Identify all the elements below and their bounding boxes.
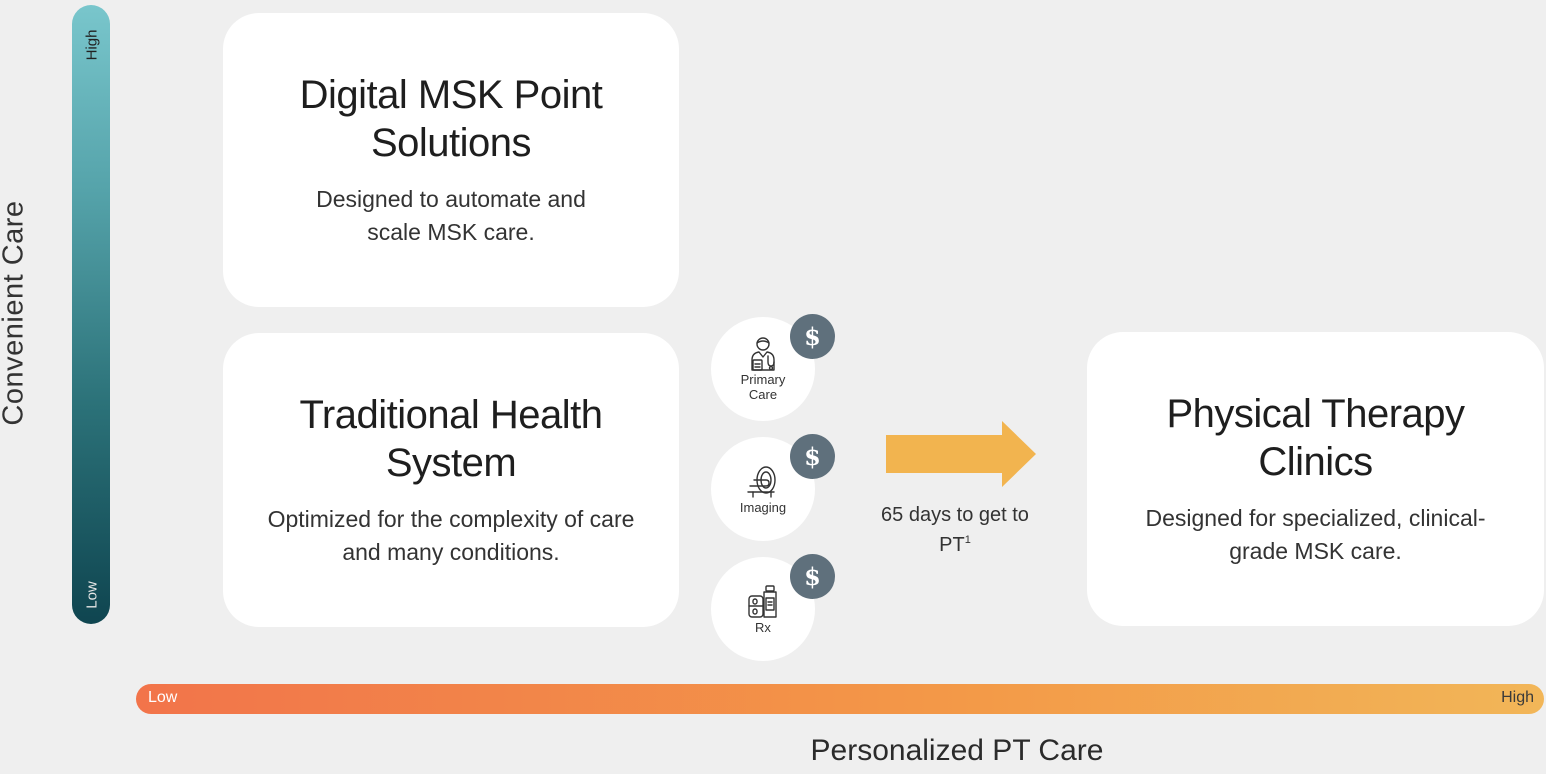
arrow-caption: 65 days to get to PT1 xyxy=(870,500,1040,560)
step-rx-label: Rx xyxy=(755,619,771,635)
y-axis-high-label: High xyxy=(83,29,101,61)
card-digital-msk-title: Digital MSK Point Solutions xyxy=(299,73,603,165)
card-physical-therapy-description: Designed for specialized, clinical-grade… xyxy=(1145,505,1486,564)
step-imaging-label: Imaging xyxy=(739,499,787,515)
y-axis-low-label: Low xyxy=(83,581,101,609)
pill-bottle-icon xyxy=(748,584,777,618)
x-axis-title: Personalized PT Care xyxy=(810,734,1104,767)
scanner-icon xyxy=(747,465,776,498)
step-primary-care-label: Primary Care xyxy=(740,372,786,402)
dollar-badge-icon: $ xyxy=(790,554,835,599)
card-digital-msk-description: Designed to automate and scale MSK care. xyxy=(316,186,586,245)
x-axis-low-label: Low xyxy=(148,689,178,706)
step-primary-care: Primary Care $ xyxy=(711,314,835,421)
right-arrow-icon xyxy=(886,421,1036,487)
y-axis-gradient-bar: High Low xyxy=(72,5,110,624)
dollar-badge-icon: $ xyxy=(790,434,835,479)
card-physical-therapy-title: Physical Therapy Clinics xyxy=(1166,392,1465,484)
dollar-badge-icon: $ xyxy=(790,314,835,359)
y-axis-title: Convenient Care xyxy=(0,200,30,426)
card-digital-msk: Digital MSK Point Solutions Designed to … xyxy=(223,13,679,307)
step-rx: Rx $ xyxy=(711,554,835,661)
card-physical-therapy: Physical Therapy Clinics Designed for sp… xyxy=(1087,332,1544,626)
arrow-caption-text: 65 days to get to PT xyxy=(881,504,1029,556)
card-traditional-health-title: Traditional Health System xyxy=(299,393,603,485)
card-traditional-health-description: Optimized for the complexity of care and… xyxy=(267,506,635,565)
x-axis-high-label: High xyxy=(1501,689,1534,706)
arrow-caption-footnote: 1 xyxy=(964,534,971,546)
card-traditional-health: Traditional Health System Optimized for … xyxy=(223,333,679,627)
x-axis-gradient-bar: Low High xyxy=(136,684,1544,714)
doctor-icon xyxy=(751,337,775,371)
step-imaging: Imaging $ xyxy=(711,434,835,541)
